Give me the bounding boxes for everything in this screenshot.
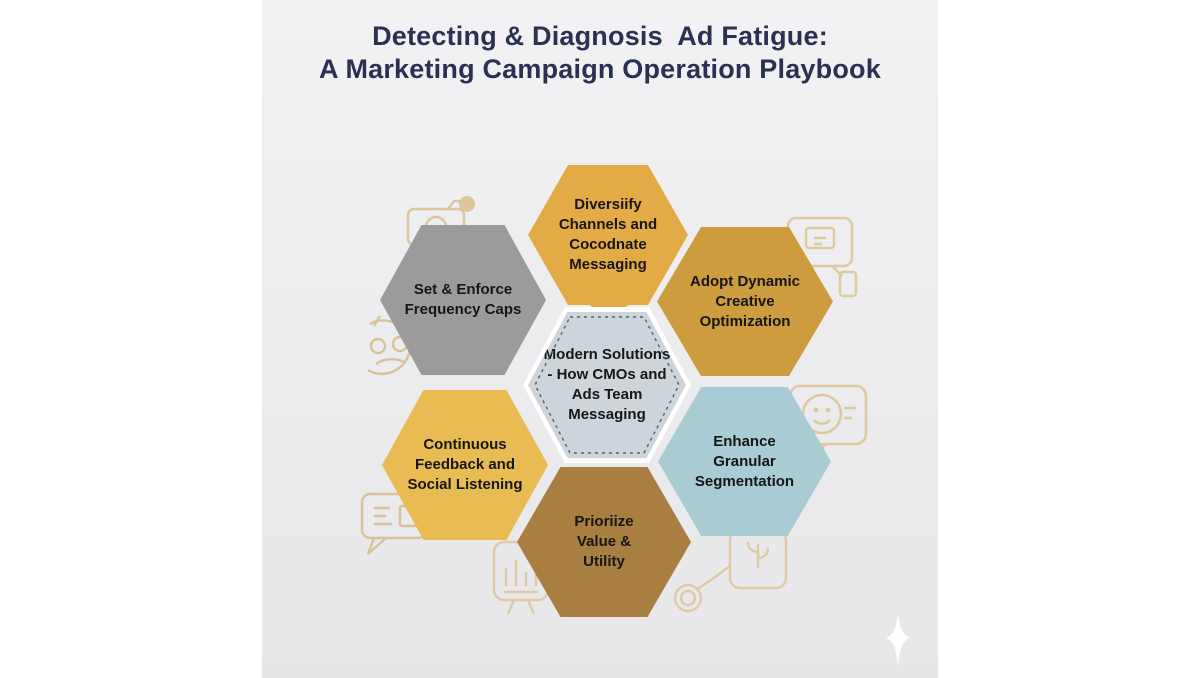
- sparkle-icon: [872, 612, 924, 668]
- hexagon-diversify-channels: Diversiify Channels and Cocodnate Messag…: [528, 165, 688, 305]
- hexagon-label: Prioriize Value & Utility: [574, 513, 634, 570]
- hexagon-label: Adopt Dynamic Creative Optimization: [689, 272, 800, 330]
- hexagon-prioritize-value: Prioriize Value & Utility: [517, 467, 691, 617]
- plant-card-doodle-icon: [672, 528, 802, 614]
- page-title: Detecting & Diagnosis Ad Fatigue: A Mark…: [262, 20, 938, 86]
- title-line-1: Detecting & Diagnosis Ad Fatigue:: [372, 21, 828, 51]
- hexagon-label: Diversiify Channels and Cocodnate Messag…: [558, 196, 658, 273]
- hexagon-label: Enhance Granular Segmentation: [694, 432, 795, 490]
- hexagon-modern-solutions: Modern Solutions - How CMOs and Ads Team…: [523, 307, 691, 463]
- title-line-2: A Marketing Campaign Operation Playbook: [319, 54, 881, 84]
- hexagon-label: Continuous Feedback and Social Listening: [407, 436, 523, 493]
- hexagon-label: Set & Enforce Frequency Caps: [404, 281, 522, 318]
- hexagon-label: Modern Solutions - How CMOs and Ads Team…: [543, 346, 671, 423]
- hexagon-center-fill: Modern Solutions - How CMOs and Ads Team…: [528, 312, 686, 458]
